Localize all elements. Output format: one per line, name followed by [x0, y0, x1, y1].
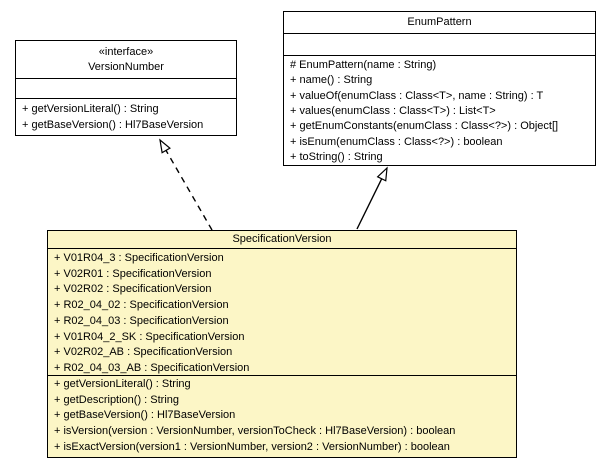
class-header: EnumPattern: [284, 12, 595, 34]
method-entry: + valueOf(enumClass : Class<T>, name : S…: [290, 89, 544, 102]
implements-arrow-dashed: [159, 138, 213, 231]
method-entry: + isEnum(enumClass : Class<?>) : boolean: [290, 135, 503, 148]
method-entry: + toString() : String: [290, 151, 383, 164]
attributes-compartment: [284, 34, 595, 56]
method-entry: + values(enumClass : Class<T>) : List<T>: [290, 105, 496, 118]
method-entry: + getVersionLiteral() : String: [22, 103, 159, 115]
class-name: EnumPattern: [407, 16, 472, 28]
method-entry: + name() : String: [290, 74, 373, 87]
method-entry: + getVersionLiteral() : String: [54, 378, 191, 390]
field-entry: + V02R02 : SpecificationVersion: [54, 283, 212, 296]
attributes-compartment: [16, 79, 236, 99]
class-box-versionnumber[interactable]: «interface» VersionNumber + getVersionLi…: [15, 40, 237, 136]
class-header: SpecificationVersion: [48, 231, 516, 249]
method-entry: + isExactVersion(version1 : VersionNumbe…: [54, 440, 450, 453]
class-name: SpecificationVersion: [232, 233, 332, 245]
class-name: VersionNumber: [88, 61, 164, 73]
field-entry: + V01R04_2_SK : SpecificationVersion: [54, 330, 245, 343]
methods-compartment: + getVersionLiteral() : String + getDesc…: [48, 376, 516, 457]
method-entry: + getEnumConstants(enumClass : Class<?>)…: [290, 120, 559, 133]
class-header: «interface» VersionNumber: [16, 41, 236, 79]
field-entry: + V01R04_3 : SpecificationVersion: [54, 252, 224, 264]
field-entry: + R02_04_03_AB : SpecificationVersion: [54, 361, 250, 374]
class-box-specificationversion[interactable]: SpecificationVersion + V01R04_3 : Specif…: [47, 230, 517, 458]
methods-compartment: + getVersionLiteral() : String + getBase…: [16, 99, 236, 135]
methods-compartment: # EnumPattern(name : String) + name() : …: [284, 56, 595, 165]
class-box-enumpattern[interactable]: EnumPattern # EnumPattern(name : String)…: [283, 11, 596, 166]
method-entry: # EnumPattern(name : String): [290, 58, 437, 71]
field-entry: + V02R02_AB : SpecificationVersion: [54, 346, 233, 359]
stereotype-label: «interface»: [98, 46, 154, 58]
field-entry: + V02R01 : SpecificationVersion: [54, 267, 212, 280]
method-entry: + getDescription() : String: [54, 393, 180, 406]
method-entry: + getBaseVersion() : Hl7BaseVersion: [22, 119, 204, 131]
extends-arrow-solid: [356, 166, 388, 230]
field-entry: + R02_04_03 : SpecificationVersion: [54, 314, 229, 327]
method-entry: + getBaseVersion() : Hl7BaseVersion: [54, 409, 236, 422]
field-entry: + R02_04_02 : SpecificationVersion: [54, 299, 229, 312]
fields-compartment: + V01R04_3 : SpecificationVersion + V02R…: [48, 249, 516, 376]
method-entry: + isVersion(version : VersionNumber, ver…: [54, 425, 456, 438]
